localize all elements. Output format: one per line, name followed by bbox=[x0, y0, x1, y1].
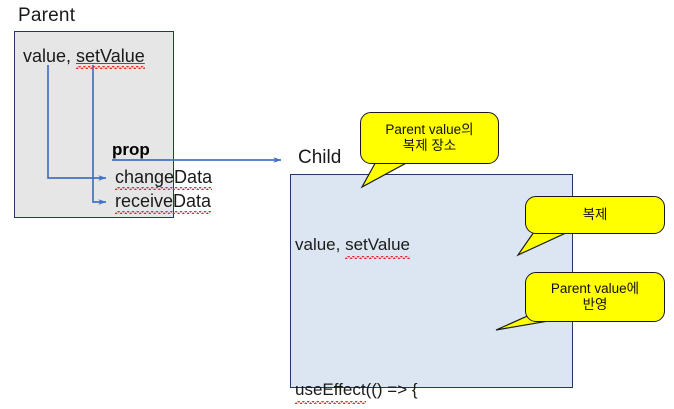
callout-2-line-1: 복제 bbox=[582, 206, 608, 222]
parent-box bbox=[14, 31, 174, 218]
callout-3-line-2: 반영 bbox=[582, 297, 608, 312]
parent-prop-receiveData: receiveData bbox=[115, 191, 212, 214]
child-label: Child bbox=[298, 147, 342, 168]
setValue-to-receiveData-arrow bbox=[92, 65, 107, 205]
value-to-changeData-arrow bbox=[47, 65, 107, 181]
child-code-block: value, setValue useEffect(() => { setVal… bbox=[295, 185, 575, 409]
parent-label: Parent bbox=[18, 5, 76, 26]
parent-prop-label: prop bbox=[112, 140, 150, 159]
parent-state-line: value, setValue bbox=[23, 46, 145, 69]
child-state-line: value, setValue bbox=[295, 233, 575, 260]
callout-parent-value-copy-location: Parent value의 복제 장소 bbox=[360, 112, 499, 164]
callout-3-line-1: Parent value에 bbox=[550, 280, 640, 296]
callout-1-line-2: 복제 장소 bbox=[402, 138, 457, 153]
code-useeffect-open: useEffect(() => { bbox=[295, 378, 575, 405]
child-setvalue-token: setValue bbox=[345, 233, 410, 260]
parent-prop-changeData: changeData bbox=[115, 167, 213, 190]
callout-1-line-1: Parent value의 bbox=[385, 121, 474, 137]
callout-reflect-to-parent-value: Parent value에 반영 bbox=[525, 272, 665, 322]
callout-copy: 복제 bbox=[525, 196, 665, 234]
receiveData-token: receiveData bbox=[115, 191, 212, 214]
parent-setvalue-token: setValue bbox=[76, 46, 145, 69]
changeData-token: changeData bbox=[115, 167, 213, 190]
useeffect-token: useEffect bbox=[295, 378, 366, 405]
